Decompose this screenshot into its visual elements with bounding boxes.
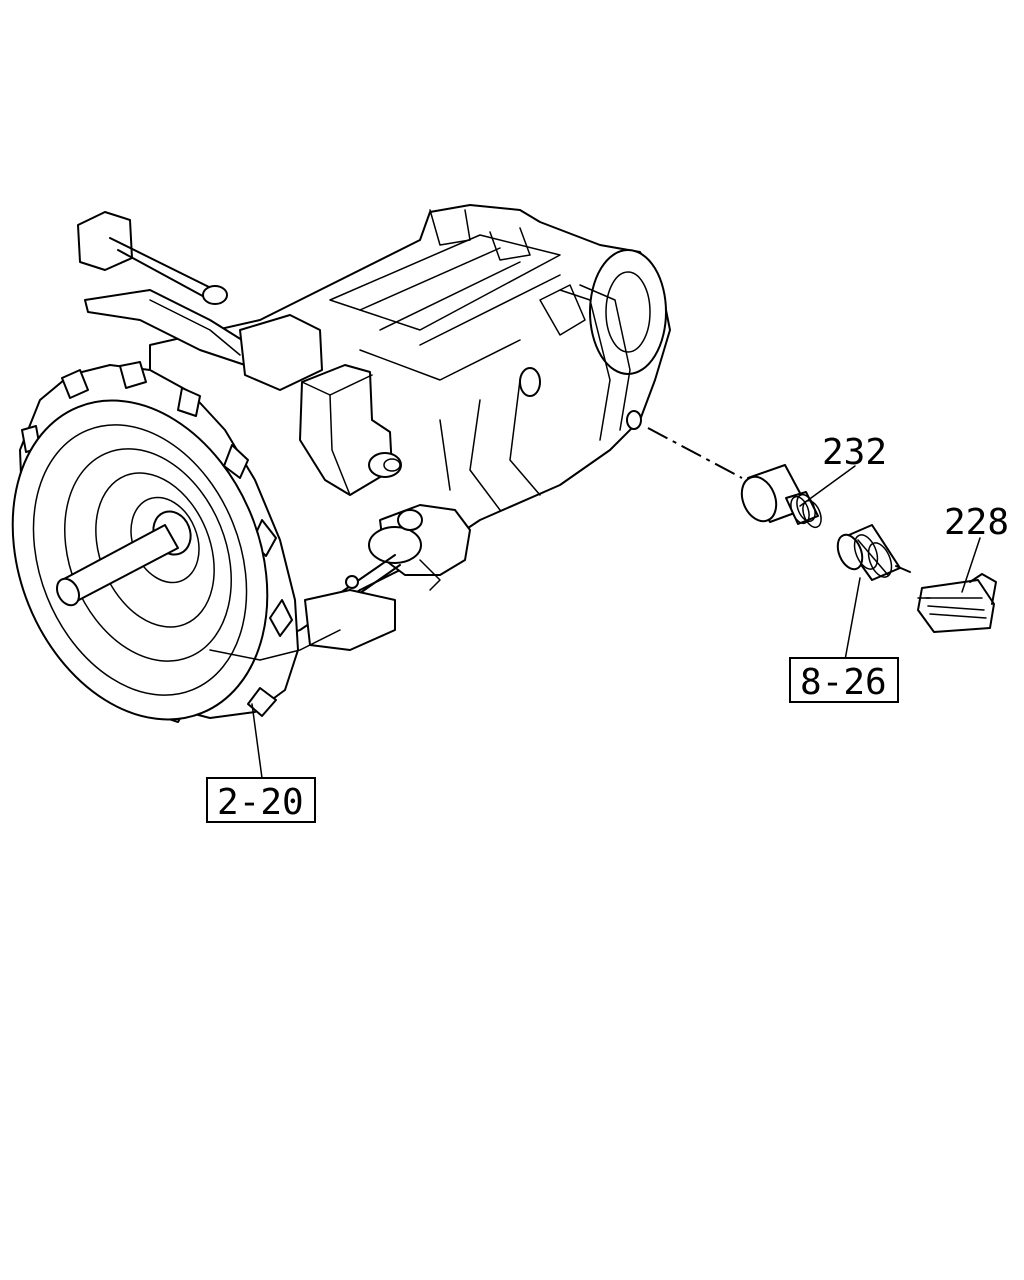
callout-8-26: 8-26 xyxy=(800,662,887,703)
callout-2-20: 2-20 xyxy=(217,782,304,823)
ref-box-2-20 xyxy=(206,777,316,823)
switch-8-26 xyxy=(836,524,911,581)
ref-box-8-26 xyxy=(789,657,899,703)
callout-228: 228 xyxy=(944,502,1009,543)
assembly-centerline xyxy=(647,427,743,479)
shift-lever-bracket xyxy=(77,211,133,271)
transmission-assembly xyxy=(11,204,671,723)
leader-8-26 xyxy=(844,577,861,661)
leader-232 xyxy=(799,465,856,507)
leader-228 xyxy=(961,537,981,593)
callout-232: 232 xyxy=(822,432,887,473)
adapter-bushing-232 xyxy=(740,464,822,529)
connector-clip-228 xyxy=(917,573,997,633)
leader-2-20 xyxy=(251,703,263,779)
rear-extension xyxy=(589,249,667,375)
